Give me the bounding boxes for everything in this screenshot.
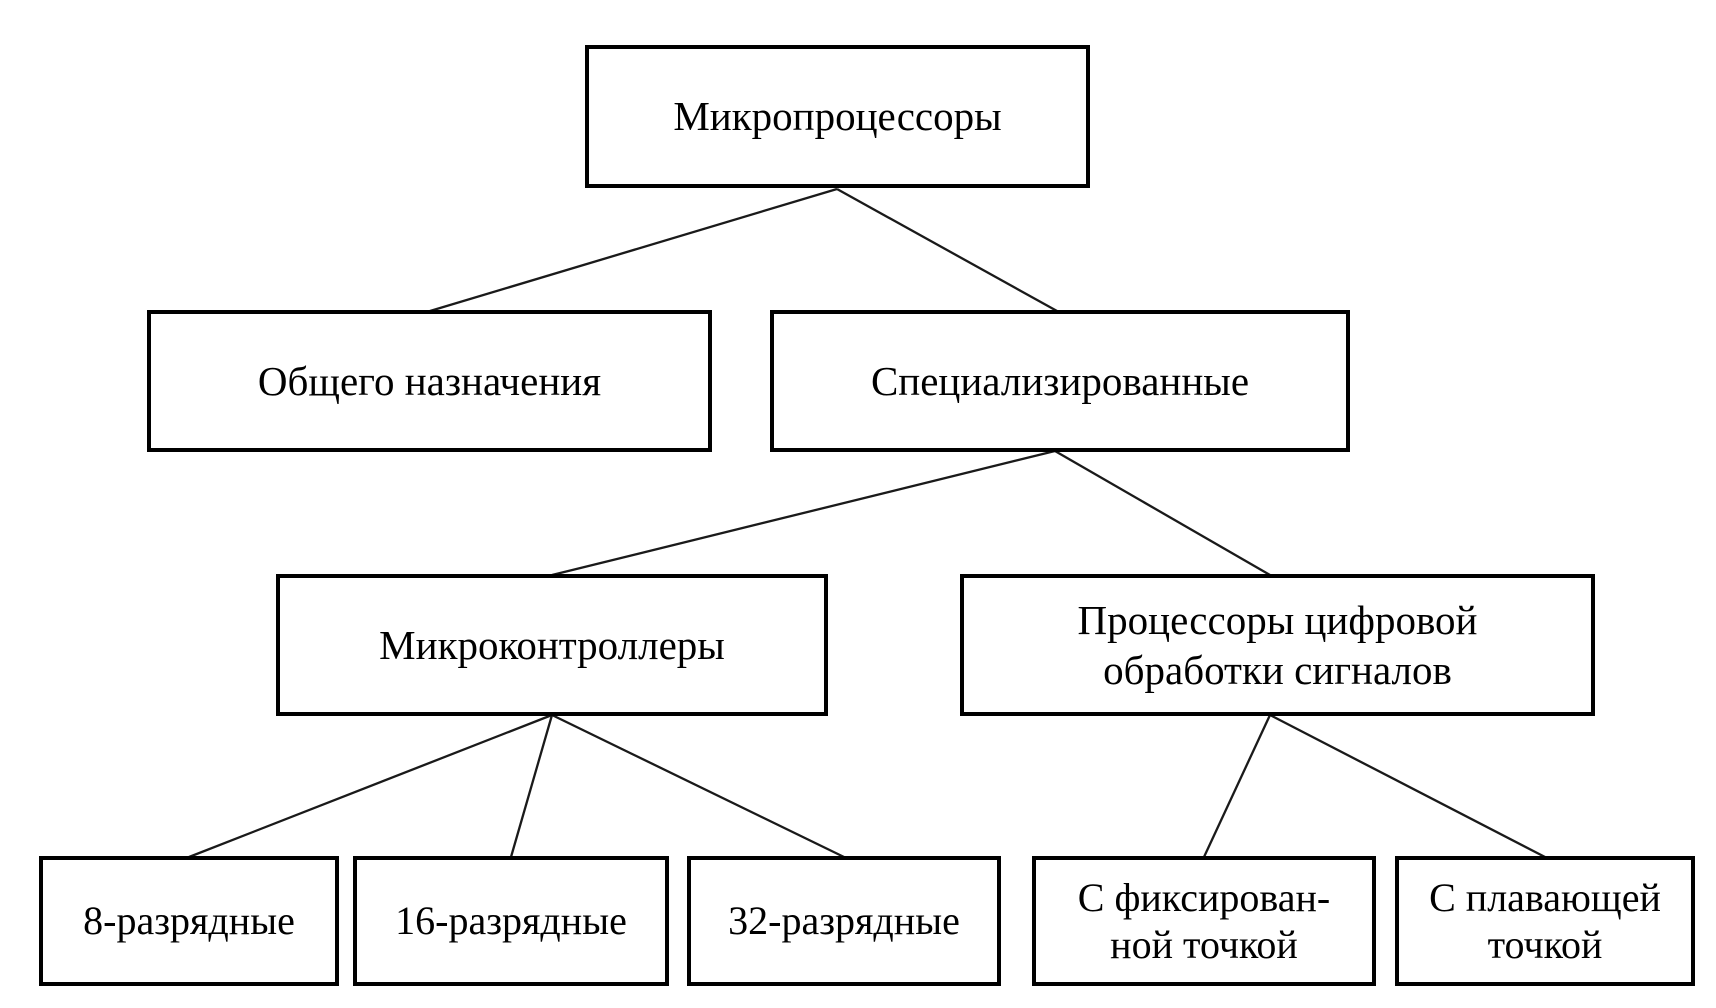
edge-root-specialized [836, 187, 1058, 313]
node-8bit: 8-разрядные [39, 856, 339, 986]
edge-dsp-floating-point [1269, 713, 1546, 859]
node-microprocessors: Микропроцессоры [585, 45, 1090, 188]
node-16bit: 16-разрядные [353, 856, 669, 986]
node-dsp-label-line2: обработки сигналов [1103, 647, 1452, 693]
node-fixed-point: С фиксирован- ной точкой [1032, 856, 1376, 986]
node-microcontrollers: Микроконтроллеры [276, 574, 828, 716]
edge-microcontrollers-bit32 [551, 713, 845, 859]
node-floating-point: С плавающей точкой [1395, 856, 1695, 986]
node-32bit-label: 32-разрядные [728, 897, 960, 943]
edge-specialized-dsp [1054, 450, 1271, 576]
edge-microcontrollers-bit8 [188, 713, 553, 859]
node-general-purpose-label: Общего назначения [257, 357, 602, 404]
node-fixed-point-label-line2: ной точкой [1110, 922, 1298, 967]
node-floating-point-label-line2: точкой [1487, 922, 1603, 967]
node-32bit: 32-разрядные [687, 856, 1001, 986]
node-8bit-label: 8-разрядные [83, 897, 295, 943]
node-general-purpose: Общего назначения [147, 310, 712, 452]
node-floating-point-label-line1: С плавающей [1429, 874, 1661, 920]
edge-specialized-microcontrollers [551, 449, 1056, 577]
node-specialized-label: Специализированные [870, 357, 1250, 404]
edge-root-general-purpose [429, 187, 838, 313]
node-dsp-label-line1: Процессоры цифровой [1077, 596, 1478, 643]
edge-dsp-fixed-point [1202, 714, 1272, 858]
edge-microcontrollers-bit16 [509, 714, 554, 858]
node-specialized: Специализированные [770, 310, 1350, 452]
node-fixed-point-label-line1: С фиксирован- [1077, 874, 1331, 920]
node-16bit-label: 16-разрядные [395, 897, 627, 943]
node-microprocessors-label: Микропроцессоры [673, 93, 1002, 140]
node-microcontrollers-label: Микроконтроллеры [379, 621, 725, 668]
node-dsp: Процессоры цифровой обработки сигналов [960, 574, 1595, 716]
